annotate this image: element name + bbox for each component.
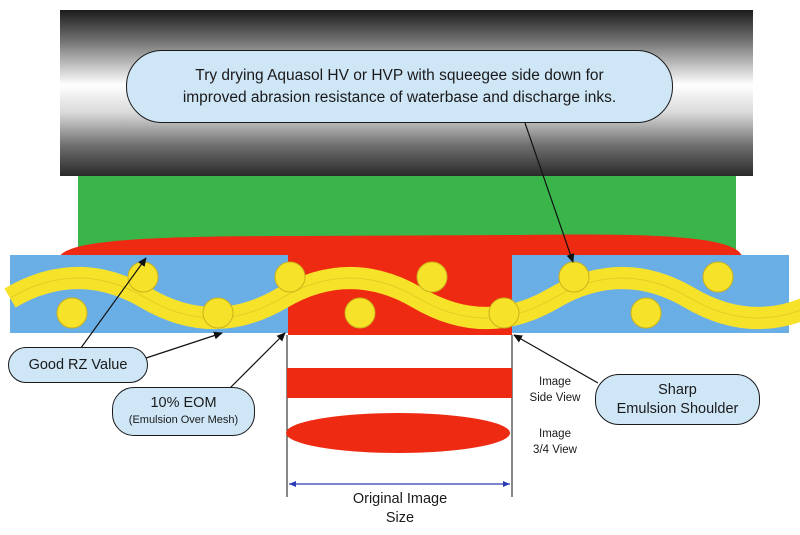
cross-thread [344, 297, 376, 329]
rz-arrow-to-top-knuckle [77, 257, 147, 353]
image-side-view-bar [287, 368, 512, 398]
cross-threads [56, 261, 734, 329]
image-side-view-label: Image Side View [520, 374, 590, 406]
cross-thread [202, 297, 234, 329]
cross-thread [56, 297, 88, 329]
image-three-quarter-view [286, 413, 510, 453]
mesh-thread [4, 267, 800, 329]
eom-arrow [227, 332, 286, 391]
cross-thread [702, 261, 734, 293]
image-34-view-line-2: 3/4 View [533, 444, 577, 456]
original-size-line-1: Original Image [352, 491, 448, 507]
top-tip-line-1: Try drying Aquasol HV or HVP with squeeg… [195, 66, 604, 84]
image-side-view-line-2: Side View [529, 392, 581, 404]
shoulder-line-2: Emulsion Shoulder [616, 400, 739, 417]
shoulder-line-1: Sharp [658, 381, 697, 398]
ink-deposit-top [60, 234, 742, 256]
rz-value-callout: Good RZ Value [8, 347, 148, 383]
top-tip-line-2: improved abrasion resistance of waterbas… [182, 88, 617, 106]
eom-label: 10% EOM [150, 394, 217, 411]
shoulder-callout: Sharp Emulsion Shoulder [595, 374, 760, 425]
cross-thread [274, 261, 306, 293]
rz-value-label: Good RZ Value [28, 357, 128, 373]
cross-thread [416, 261, 448, 293]
cross-thread [630, 297, 662, 329]
mesh-thread-outline [9, 277, 800, 319]
shoulder-arrow [513, 334, 599, 384]
original-size-line-2: Size [385, 510, 415, 526]
image-three-quarter-view-label: Image 3/4 View [520, 426, 590, 458]
top-tip-arrow [524, 122, 575, 263]
top-tip-callout: Try drying Aquasol HV or HVP with squeeg… [126, 50, 673, 123]
image-34-view-line-1: Image [539, 428, 571, 440]
rz-arrow-to-bottom-knuckle [139, 331, 223, 361]
eom-callout: 10% EOM (Emulsion Over Mesh) [112, 387, 255, 436]
eom-sublabel: (Emulsion Over Mesh) [128, 413, 239, 426]
cross-thread [558, 261, 590, 293]
cross-thread [488, 297, 520, 329]
image-side-view-line-1: Image [539, 376, 571, 388]
original-image-size-label: Original Image Size [320, 490, 480, 528]
